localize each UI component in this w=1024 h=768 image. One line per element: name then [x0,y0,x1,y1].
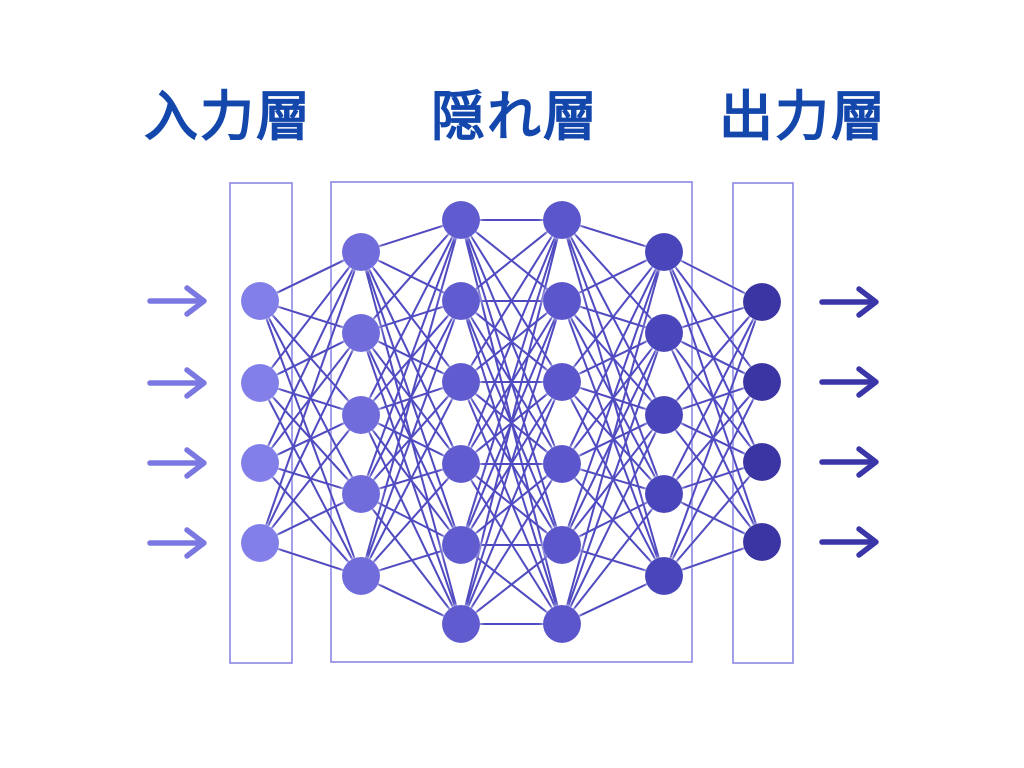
hidden-node [543,282,581,320]
input-layer-label: 入力層 [144,85,312,148]
hidden-node [543,201,581,239]
connection-line [259,251,362,384]
input-arrow [147,285,207,317]
input-arrow [147,367,207,399]
hidden-node [342,475,380,513]
input-arrow-head [184,527,207,559]
hidden-node [442,526,480,564]
connection-line [459,219,564,546]
connection-line [460,463,563,625]
nodes-layer [241,201,781,643]
connection-line [561,493,665,625]
connection-line [460,381,563,625]
connection-line [663,381,763,577]
hidden-node [645,396,683,434]
connection-line [359,219,463,577]
connection-line [360,219,462,334]
connection-line [561,251,665,383]
hidden-node [543,605,581,643]
hidden-node [442,445,480,483]
output-arrow [819,286,879,318]
connections-layer [259,218,763,626]
connection-line [663,301,763,577]
output-arrow-head [856,286,879,318]
hidden-layer-label: 隠れ層 [431,85,599,148]
connection-line [259,414,362,544]
connection-line [459,219,564,625]
input-node [241,364,279,402]
hidden-node [442,282,480,320]
connection-line [459,300,564,625]
connection-line [561,251,665,465]
hidden-layer-box [330,181,693,663]
output-arrow-head [856,526,879,558]
arrows-layer [147,285,879,559]
output-arrow [819,526,879,558]
input-node [241,282,279,320]
connection-line [259,332,362,544]
connection-line [663,301,763,416]
connection-line [360,300,462,577]
connection-line [561,332,665,625]
output-node [743,363,781,401]
input-arrow-head [184,367,207,399]
connection-line [460,219,563,302]
output-arrow [819,446,879,478]
connection-line [460,219,563,383]
hidden-node [342,396,380,434]
hidden-node [342,314,380,352]
hidden-node [442,363,480,401]
input-node [241,444,279,482]
connection-line [360,219,462,416]
output-arrow [819,366,879,398]
hidden-node [645,314,683,352]
input-arrow-head [184,285,207,317]
input-node [241,524,279,562]
connection-line [360,463,462,577]
output-node [743,443,781,481]
hidden-node [645,233,683,271]
output-node [743,283,781,321]
connection-line [259,251,362,464]
connection-line [663,461,763,577]
hidden-node [645,475,683,513]
hidden-node [442,201,480,239]
hidden-node [543,526,581,564]
hidden-node [543,445,581,483]
input-layer-box [229,182,293,664]
output-arrow-head [856,366,879,398]
connection-line [360,381,462,577]
output-layer-label: 出力層 [719,85,887,148]
connection-line [560,251,666,625]
connection-line [460,544,563,625]
hidden-node [342,233,380,271]
hidden-node [342,557,380,595]
connection-line [360,219,462,495]
connection-line [259,251,362,544]
connection-line [663,301,763,495]
input-arrow-head [184,447,207,479]
input-arrow [147,447,207,479]
connection-line [561,414,665,625]
connection-line [561,251,665,546]
output-node [743,523,781,561]
hidden-node [442,605,480,643]
hidden-node [543,363,581,401]
output-arrow-head [856,446,879,478]
input-arrow [147,527,207,559]
hidden-node [645,557,683,595]
connection-line [460,219,563,465]
